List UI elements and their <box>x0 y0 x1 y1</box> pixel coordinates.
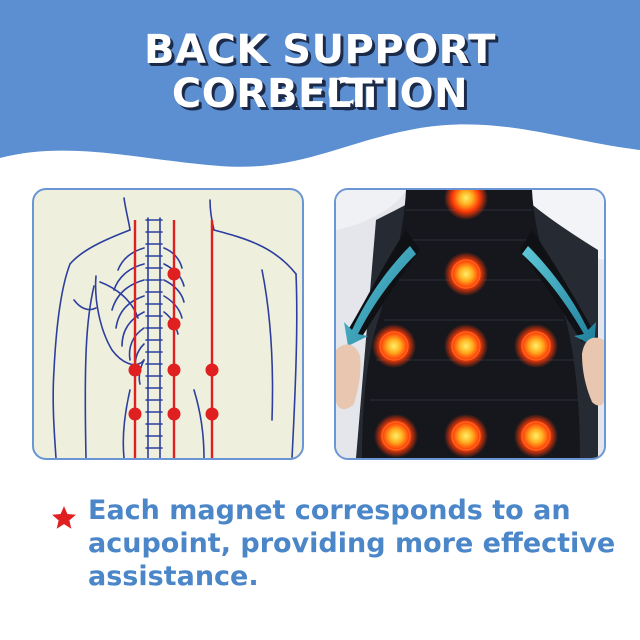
acupoint-dots <box>128 267 219 421</box>
magnet-dots <box>372 190 558 458</box>
star-icon <box>52 506 76 529</box>
title-line-2: BELT <box>267 71 373 117</box>
header-wave-background <box>0 0 640 167</box>
back-support-belt-illustration <box>336 190 604 458</box>
title-line-1: BACK SUPPORT CORRECTION <box>144 27 496 117</box>
back-anatomy-illustration <box>52 197 298 458</box>
header-banner: BACK SUPPORT CORRECTION BELT <box>0 0 640 180</box>
caption-text: Each magnet corresponds to an acupoint, … <box>88 495 616 592</box>
belt-photo-panel <box>334 188 606 460</box>
anatomy-illustration-panel <box>32 188 304 460</box>
